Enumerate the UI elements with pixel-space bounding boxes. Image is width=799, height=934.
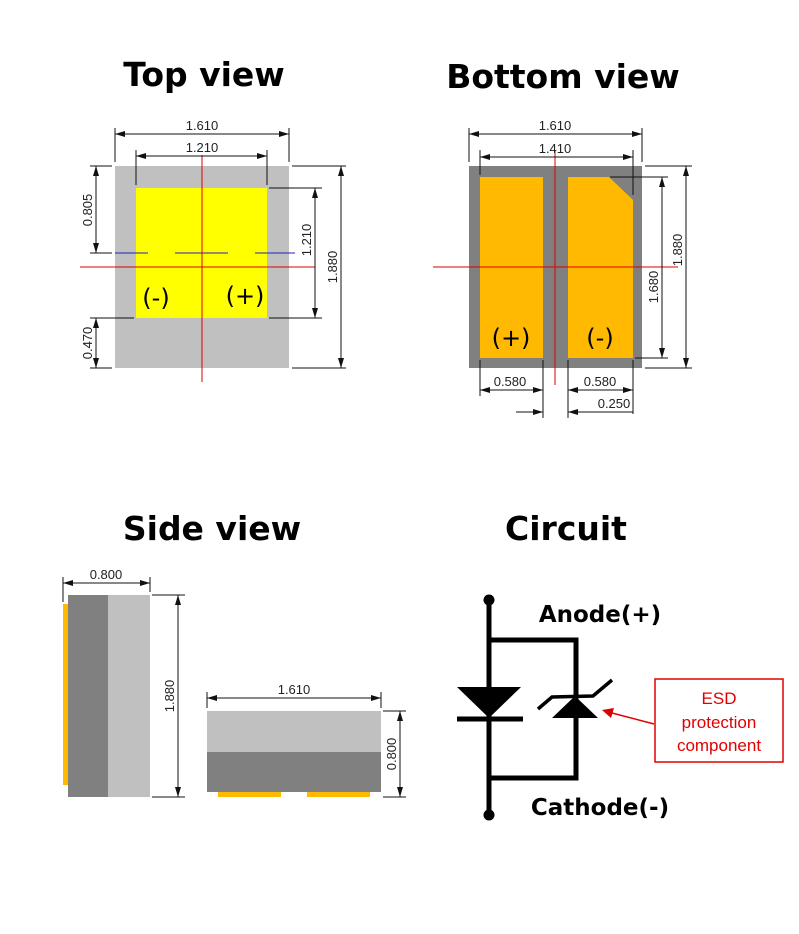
dim-pad-height: 1.210	[299, 224, 314, 257]
top-view: (-) (+) 1.610 1.210 0.805 0.470 1.210 1.…	[80, 118, 346, 382]
circuit-title: Circuit	[505, 509, 627, 548]
polarity-plus: (+)	[492, 324, 531, 352]
dim-pad-height: 1.680	[646, 271, 661, 304]
led-diode-symbol	[457, 687, 521, 718]
esd-label-line3: component	[677, 736, 761, 755]
terminal	[218, 792, 281, 797]
dim-upper-offset: 0.805	[80, 194, 95, 227]
terminal	[307, 792, 370, 797]
bottom-view-title: Bottom view	[446, 57, 680, 96]
dim-width: 1.610	[278, 682, 311, 697]
anode-terminal	[483, 594, 495, 606]
esd-arrow-head	[602, 708, 614, 718]
esd-label-line2: protection	[682, 713, 757, 732]
terminal	[63, 604, 68, 785]
cathode-label: Cathode(-)	[531, 795, 669, 821]
dim-height: 1.880	[670, 234, 685, 267]
dim-height: 1.880	[325, 251, 340, 284]
circuit-diagram: Anode(+) Cathode(-) ESD protection compo…	[457, 594, 784, 821]
dim-width: 1.610	[186, 118, 219, 133]
dim-anode-pad-width: 0.580	[494, 374, 527, 389]
side-view-title: Side view	[123, 509, 301, 548]
dim-height: 0.800	[384, 738, 399, 771]
bottom-view: (+) (-) 1.610 1.410 1.680 1.880 0.580 0.…	[433, 118, 692, 418]
esd-arrow-line	[611, 712, 655, 725]
dim-cathode-pad-width: 0.580	[584, 374, 617, 389]
side-view-left: 0.800 1.880	[62, 567, 185, 798]
side-view-right: 1.610 0.800	[206, 682, 406, 798]
cathode-terminal	[483, 809, 495, 821]
polarity-minus: (-)	[586, 324, 613, 352]
esd-label-line1: ESD	[702, 689, 737, 708]
esd-callout-box	[654, 678, 784, 763]
dim-width: 1.610	[539, 118, 572, 133]
polarity-plus: (+)	[226, 282, 265, 310]
dim-lower-offset: 0.470	[80, 327, 95, 360]
dim-width: 0.800	[90, 567, 123, 582]
top-view-title: Top view	[123, 55, 285, 94]
dim-height: 1.880	[162, 680, 177, 713]
dim-pads-width: 1.410	[539, 141, 572, 156]
polarity-minus: (-)	[142, 284, 169, 312]
dim-pad-width: 1.210	[186, 140, 219, 155]
dim-gap: 0.250	[598, 396, 631, 411]
anode-label: Anode(+)	[539, 602, 661, 628]
zener-diode-symbol	[552, 696, 598, 718]
